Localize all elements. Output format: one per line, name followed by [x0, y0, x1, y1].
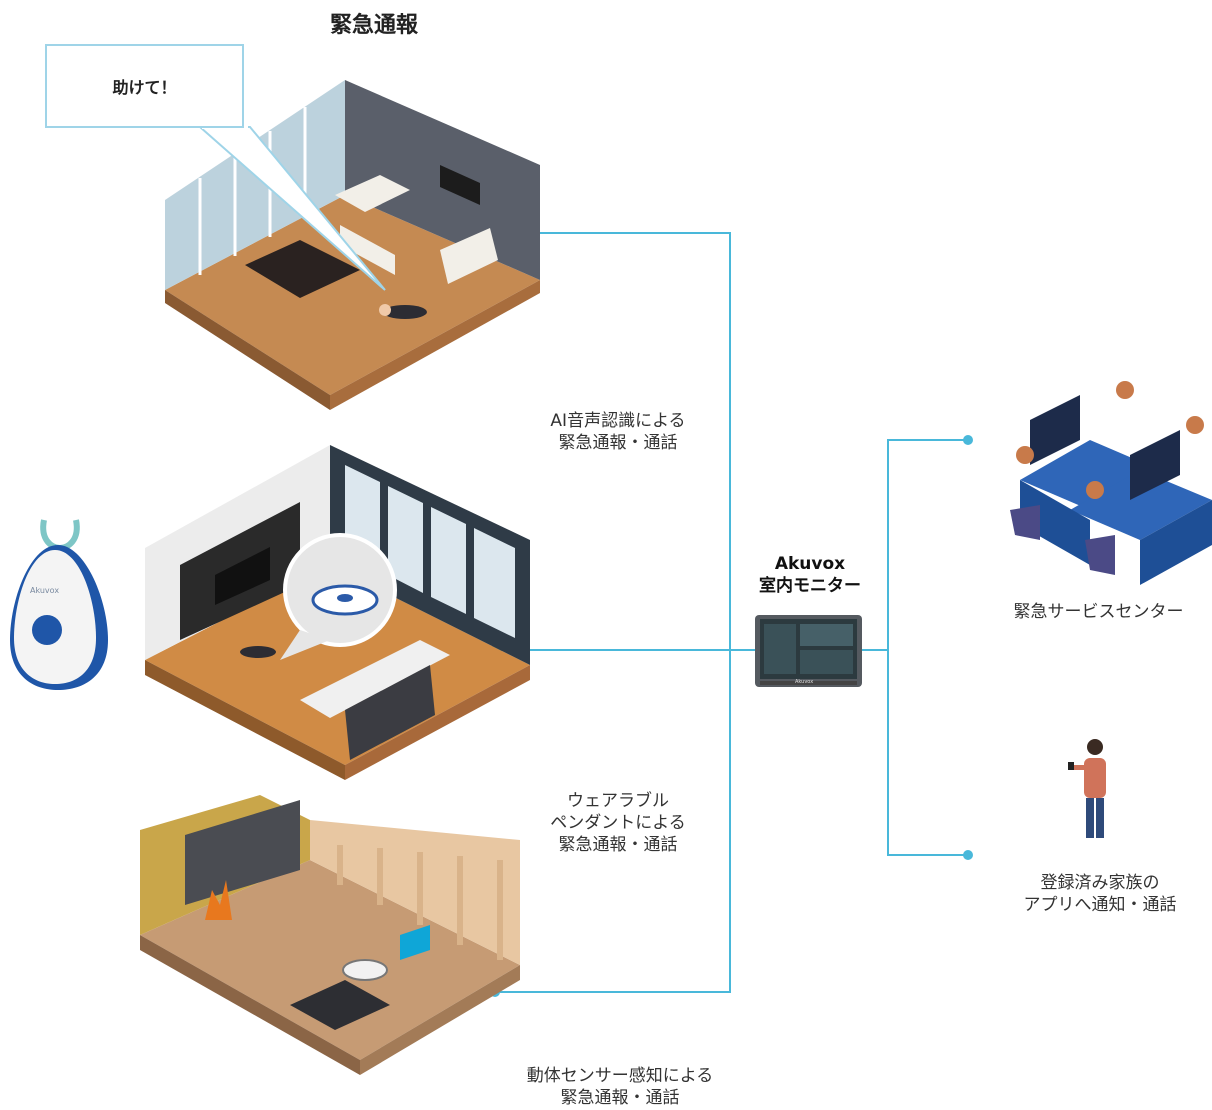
pendant-brand-label: Akuvox — [30, 586, 60, 595]
monitor-screen-brand: Akuvox — [795, 679, 814, 685]
caption-line: 緊急通報・通話 — [558, 835, 678, 855]
speech-bubble-text: 助けて！ — [112, 78, 177, 97]
family-app-label: 登録済み家族の アプリへ通知・通話 — [995, 872, 1205, 916]
monitor-name: 室内モニター — [759, 576, 861, 596]
caption-line: アプリへ通知・通話 — [1023, 895, 1177, 915]
monitor-label: Akuvox 室内モニター — [740, 553, 880, 597]
speech-bubble: 助けて！ — [45, 44, 244, 128]
caption-line: 登録済み家族の — [1040, 873, 1160, 893]
line-to-family — [887, 650, 968, 856]
caption-line: 緊急通報・通話 — [560, 1088, 680, 1108]
caption-line: 動体センサー感知による — [526, 1066, 714, 1086]
line-room1 — [495, 232, 731, 993]
page-title: 緊急通報 — [330, 13, 419, 38]
caption-line: AI音声認識による — [550, 411, 686, 431]
caption-wearable: ウェアラブル ペンダントによる 緊急通報・通話 — [528, 790, 708, 856]
caption-motion: 動体センサー感知による 緊急通報・通話 — [490, 1065, 750, 1109]
caption-ai-voice: AI音声認識による 緊急通報・通話 — [528, 410, 708, 454]
caption-line: 緊急通報・通話 — [558, 433, 678, 453]
caption-line: ウェアラブル — [567, 791, 669, 811]
monitor-brand: Akuvox — [774, 554, 846, 574]
caption-line: ペンダントによる — [550, 813, 686, 833]
line-to-destinations — [862, 439, 968, 651]
service-center-label: 緊急サービスセンター — [1013, 602, 1184, 622]
